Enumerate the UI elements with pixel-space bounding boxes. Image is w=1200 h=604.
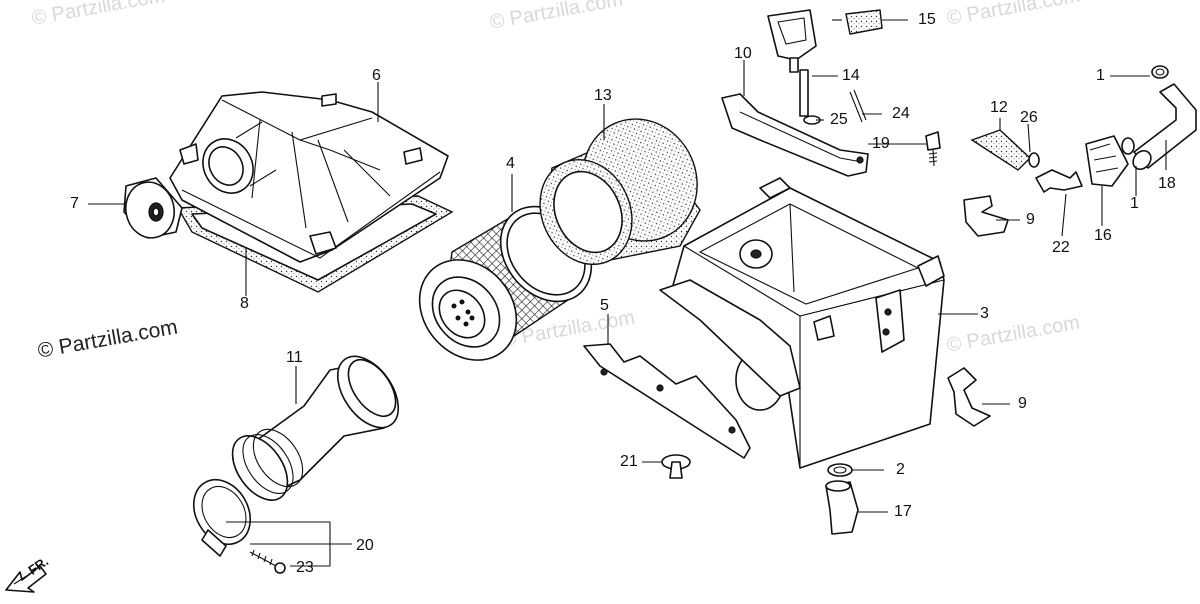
bracket-plate-part-5 [583,279,801,459]
callout-20: 20 [356,537,374,554]
clip-part-2 [827,463,853,477]
bolt-part-19 [925,131,941,167]
clip-part-1-bottom [1121,137,1135,155]
drain-tube-part-17 [825,480,859,535]
callout-9-lower: 9 [1018,395,1027,412]
callout-19: 19 [872,135,890,152]
callout-13: 13 [594,87,612,104]
callout-25: 25 [830,111,848,128]
callout-23: 23 [296,559,314,576]
foam-element-part-13 [539,118,701,266]
cap-part-7 [123,177,183,239]
connecting-tube-part-11 [231,355,400,501]
clip-part-9-lower [947,367,991,427]
hose-elbow-part-22 [1035,169,1083,193]
callout-2: 2 [896,461,905,478]
callout-7: 7 [70,195,79,212]
callout-8: 8 [240,295,249,312]
leader-lines [88,19,1167,567]
callout-10: 10 [734,45,752,62]
callout-22: 22 [1052,239,1070,256]
pin-part-24 [849,89,867,123]
clip-part-1-top [1151,65,1169,79]
callout-18: 18 [1158,175,1176,192]
foam-pad-part-15 [845,9,883,35]
callout-4: 4 [506,155,515,172]
strap-part-10 [721,93,869,177]
cap-part-16 [1085,135,1129,187]
callout-1-bottom: 1 [1130,195,1139,212]
callout-16: 16 [1094,227,1112,244]
callout-21: 21 [620,453,638,470]
clamp-band-part-20 [192,479,252,557]
breather-hose-part-18 [1132,83,1197,171]
callout-26: 26 [1020,109,1038,126]
callout-1-top: 1 [1096,67,1105,84]
callout-5: 5 [600,297,609,314]
air-cleaner-cover-part-6 [169,91,449,263]
callout-17: 17 [894,503,912,520]
pin-part-21 [661,454,691,479]
callout-12: 12 [990,99,1008,116]
front-arrow-icon [5,565,47,593]
screw-part-23 [249,549,286,574]
callout-9-upper: 9 [1026,211,1035,228]
plug-part-12 [970,129,1032,171]
callout-6: 6 [372,67,381,84]
callout-24: 24 [892,105,910,122]
callout-15: 15 [918,11,936,28]
clip-part-26 [1028,152,1040,168]
breather-part-14 [767,9,817,117]
callout-14: 14 [842,67,860,84]
callout-3: 3 [980,305,989,322]
callout-11: 11 [286,349,303,366]
clip-part-9-upper [963,195,1009,237]
